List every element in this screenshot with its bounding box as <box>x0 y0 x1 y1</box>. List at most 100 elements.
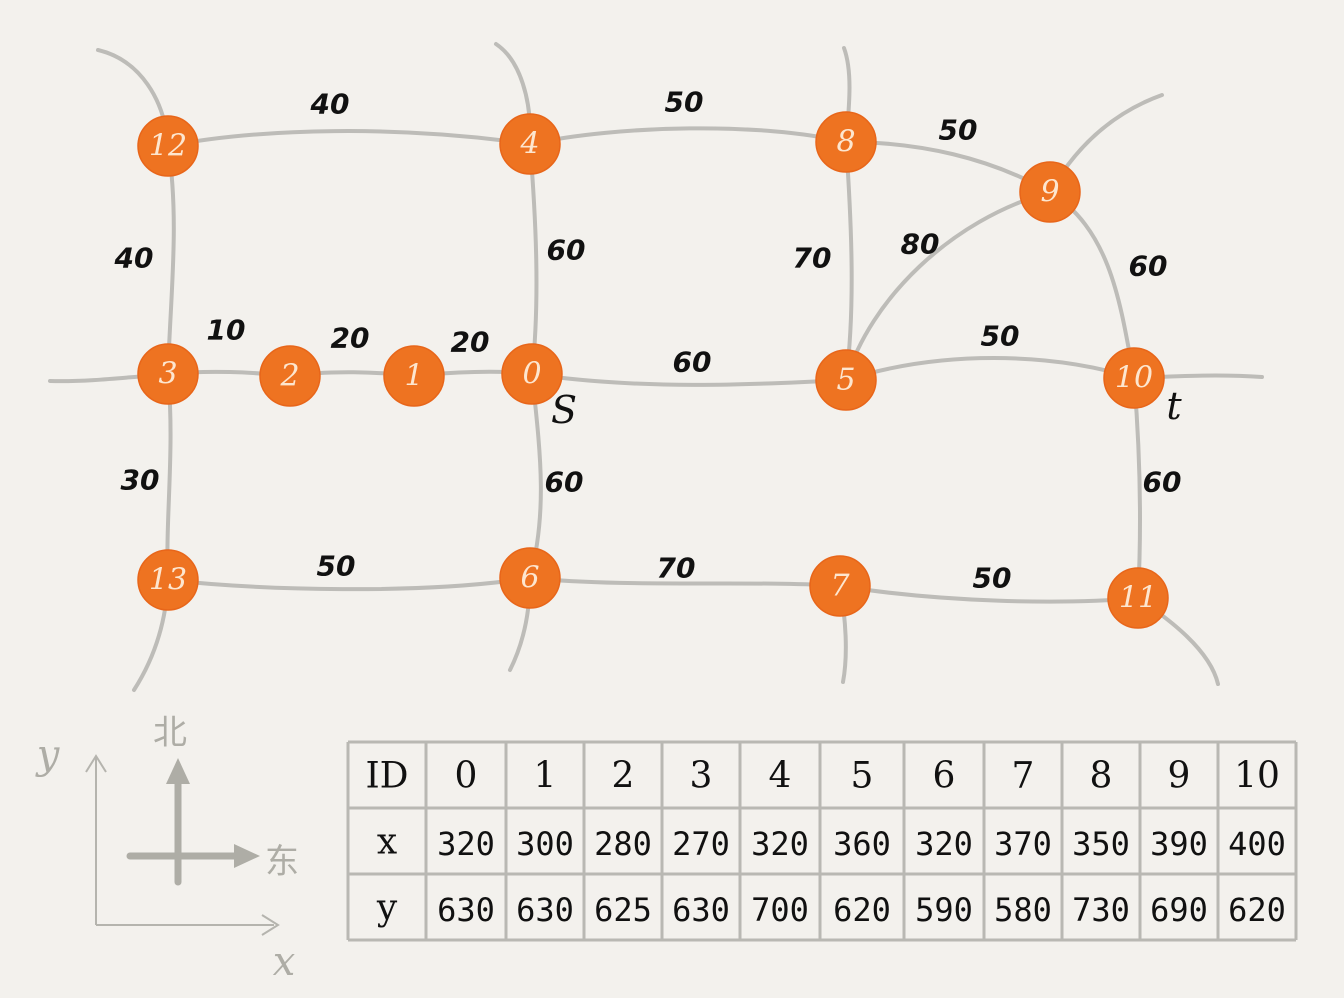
table-cell: 3 <box>690 756 713 797</box>
svg-text:5: 5 <box>836 363 855 398</box>
table-cell: 630 <box>672 891 730 929</box>
edge-12-3 <box>166 144 176 376</box>
table-cell: 320 <box>751 825 809 863</box>
weight-7-11: 50 <box>973 562 1012 595</box>
table-cell: 580 <box>994 891 1052 929</box>
x-axis-arrowhead <box>261 914 280 936</box>
source-label: S <box>551 388 577 432</box>
node-8: 8 <box>815 111 877 173</box>
x-axis-label: x <box>273 939 296 985</box>
table-cell: 2 <box>612 756 635 797</box>
svg-text:4: 4 <box>519 127 539 162</box>
edge-9-5 <box>844 190 1052 382</box>
svg-text:13: 13 <box>149 563 187 598</box>
weight-5-10: 50 <box>981 320 1020 353</box>
weight-13-6: 50 <box>317 550 356 583</box>
edge-8-5 <box>844 140 854 382</box>
table-row: y 630 630 625 630 700 620 590 580 730 69… <box>376 888 1286 930</box>
table-cell: y <box>376 888 398 929</box>
svg-text:10: 10 <box>1115 361 1153 396</box>
table-cell: 620 <box>833 891 891 929</box>
edge-7-11 <box>838 584 1140 604</box>
axes-legend: y x 北 东 <box>35 713 299 985</box>
table-cell: 730 <box>1072 891 1130 929</box>
svg-text:1: 1 <box>404 359 423 394</box>
table-cell: 4 <box>769 756 792 797</box>
table-cell: 7 <box>1012 756 1035 797</box>
edge-10-11 <box>1132 376 1143 600</box>
weight-4-8: 50 <box>665 86 704 119</box>
node-9: 9 <box>1019 161 1081 223</box>
target-label: t <box>1166 384 1182 428</box>
compass-north-arrowhead <box>166 758 190 784</box>
weight-9-5: 80 <box>901 228 940 261</box>
table-cell: 320 <box>915 825 973 863</box>
node-11: 11 <box>1107 567 1169 629</box>
table-cell: 630 <box>516 891 574 929</box>
table-cell: 6 <box>933 756 956 797</box>
table-cell: 700 <box>751 891 809 929</box>
edge-13-6 <box>166 576 532 592</box>
table-cell: 350 <box>1072 825 1130 863</box>
node-3: 3 <box>137 343 199 405</box>
table-cell: x <box>377 822 397 863</box>
weight-12-3: 40 <box>114 242 154 275</box>
table-cell: 625 <box>594 891 652 929</box>
node-6: 6 <box>499 547 561 609</box>
y-axis-label: y <box>35 732 61 778</box>
weight-0-6: 60 <box>545 466 584 499</box>
table-cell: 630 <box>437 891 495 929</box>
svg-text:12: 12 <box>149 129 187 164</box>
compass-east-arrowhead <box>234 844 260 868</box>
table-cell: 1 <box>534 756 557 797</box>
svg-text:2: 2 <box>279 359 299 394</box>
edge-12-4 <box>166 129 532 148</box>
coordinate-table: ID 0 1 2 3 4 5 6 7 8 9 10 x 320 300 280 … <box>346 740 1298 942</box>
weight-1-0: 20 <box>451 326 490 359</box>
table-cell: 8 <box>1090 756 1113 797</box>
table-row: ID 0 1 2 3 4 5 6 7 8 9 10 <box>365 756 1279 797</box>
y-axis-arrowhead <box>85 754 107 773</box>
svg-text:6: 6 <box>520 561 539 596</box>
table-cell: ID <box>365 756 408 797</box>
table-cell: 270 <box>672 825 730 863</box>
node-1: 1 <box>383 345 445 407</box>
edge-3-13 <box>165 372 173 582</box>
table-cell: 400 <box>1228 825 1286 863</box>
table-cell: 10 <box>1234 756 1280 797</box>
weight-8-9: 50 <box>939 114 978 147</box>
table-cell: 5 <box>851 756 874 797</box>
table-cell: 590 <box>915 891 973 929</box>
table-cell: 690 <box>1150 891 1208 929</box>
svg-text:0: 0 <box>522 357 541 392</box>
weight-6-7: 70 <box>657 552 696 585</box>
edge-6-7 <box>528 576 842 588</box>
weight-4-0: 60 <box>547 234 586 267</box>
node-0: 0 <box>501 343 563 405</box>
north-label: 北 <box>153 713 187 753</box>
node-5: 5 <box>815 349 877 411</box>
weight-3-2: 10 <box>207 314 246 347</box>
svg-text:11: 11 <box>1119 581 1157 616</box>
edge-weights: 40 50 50 40 60 70 80 60 10 20 20 60 50 3… <box>114 86 1182 595</box>
table-cell: 0 <box>455 756 478 797</box>
table-cell: 300 <box>516 825 574 863</box>
weight-2-1: 20 <box>331 322 370 355</box>
weight-10-11: 60 <box>1143 466 1182 499</box>
weight-12-4: 40 <box>310 88 350 121</box>
node-2: 2 <box>259 345 321 407</box>
weight-0-5: 60 <box>673 346 712 379</box>
edge-5-10 <box>844 356 1136 382</box>
east-label: 东 <box>265 842 299 882</box>
node-12: 12 <box>137 115 199 177</box>
node-10: 10 <box>1103 347 1165 409</box>
weight-8-5: 70 <box>793 242 832 275</box>
node-7: 7 <box>809 555 871 617</box>
table-cell: 280 <box>594 825 652 863</box>
table-cell: 390 <box>1150 825 1208 863</box>
table-cell: 370 <box>994 825 1052 863</box>
table-cell: 320 <box>437 825 495 863</box>
table-cell: 620 <box>1228 891 1286 929</box>
svg-text:3: 3 <box>158 357 177 392</box>
svg-text:9: 9 <box>1040 175 1059 210</box>
